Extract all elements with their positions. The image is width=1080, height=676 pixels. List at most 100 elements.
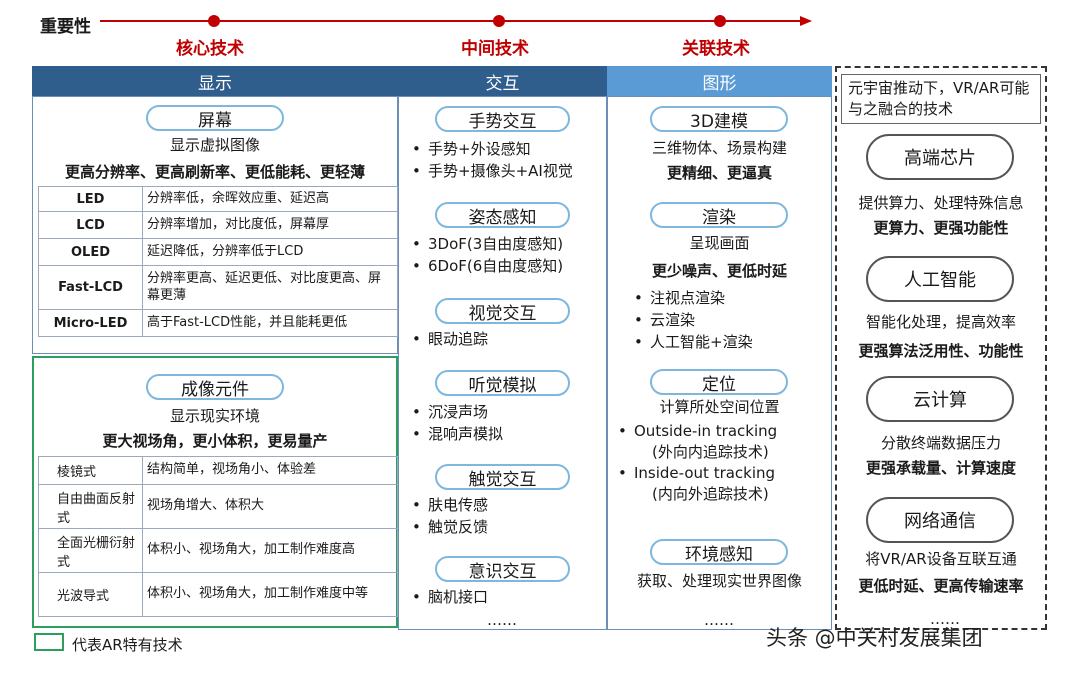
chip-pill: 高端芯片: [866, 134, 1014, 180]
list-item: •云渲染: [634, 311, 696, 329]
consciousness-list: •脑机接口: [412, 586, 488, 608]
tier-related-label: 关联技术: [682, 39, 750, 59]
network-goal: 更低时延、更高传输速率: [858, 577, 1024, 595]
positioning-desc: 计算所处空间位置: [659, 398, 780, 416]
list-item: •3DoF(3自由度感知): [412, 235, 564, 253]
display-column-header: 显示: [32, 66, 398, 96]
chip-desc: 提供算力、处理特殊信息: [858, 194, 1024, 212]
list-item: •6DoF(6自由度感知): [412, 257, 564, 275]
optics-type: 棱镜式: [38, 456, 143, 485]
list-item: •手势+摄像头+AI视觉: [412, 162, 573, 180]
footer-watermark: 头条 @中关村发展集团: [766, 626, 983, 650]
optics-desc: 显示现实环境: [169, 407, 260, 425]
modeling-desc: 三维物体、场景构建: [651, 139, 787, 157]
consciousness-pill: 意识交互: [435, 556, 570, 582]
screen-desc: 显示虚拟图像: [169, 136, 260, 154]
screen-type: LCD: [38, 211, 143, 239]
list-item: •触觉反馈: [412, 518, 489, 536]
ar-legend-swatch: [34, 633, 64, 651]
list-item: •沉浸声场: [412, 403, 489, 421]
network-pill: 网络通信: [866, 497, 1014, 543]
posture-pill: 姿态感知: [435, 202, 570, 228]
graphics-column-header: 图形: [607, 66, 832, 96]
table-row: 自由曲面反射式视场角增大、体积大: [38, 484, 398, 529]
cloud-goal: 更强承载量、计算速度: [865, 459, 1016, 477]
table-row: 光波导式体积小、视场角大，加工制作难度中等: [38, 572, 398, 617]
optics-type: 全面光栅衍射式: [38, 528, 143, 573]
screen-type-desc: 延迟降低，分辨率低于LCD: [142, 238, 398, 266]
ai-desc: 智能化处理，提高效率: [865, 313, 1016, 331]
importance-axis-arrow: [100, 15, 812, 27]
environment-pill: 环境感知: [650, 539, 788, 565]
interaction-column-header: 交互: [398, 66, 607, 96]
gesture-list: •手势+外设感知 •手势+摄像头+AI视觉: [412, 138, 573, 182]
list-item: •手势+外设感知: [412, 140, 531, 158]
optics-type: 自由曲面反射式: [38, 484, 143, 529]
ai-goal: 更强算法泛用性、功能性: [858, 342, 1024, 360]
rendering-list: •注视点渲染 •云渲染 •人工智能+渲染: [634, 287, 753, 353]
screen-type-desc: 分辨率增加，对比度低，屏幕厚: [142, 211, 398, 239]
screen-pill: 屏幕: [146, 105, 284, 131]
cloud-desc: 分散终端数据压力: [880, 434, 1001, 452]
optics-goal: 更大视场角，更小体积，更易量产: [102, 432, 328, 450]
rendering-pill: 渲染: [650, 202, 788, 228]
visual-pill: 视觉交互: [435, 298, 570, 324]
interaction-ellipsis: ……: [487, 611, 517, 629]
posture-list: •3DoF(3自由度感知) •6DoF(6自由度感知): [412, 233, 563, 277]
screen-type: LED: [38, 186, 143, 212]
screen-type-desc: 分辨率低，余晖效应重、延迟高: [142, 186, 398, 212]
graphics-ellipsis: ……: [704, 611, 734, 629]
visual-list: •眼动追踪: [412, 328, 488, 350]
screen-goal: 更高分辨率、更高刷新率、更低能耗、更轻薄: [64, 163, 365, 181]
network-desc: 将VR/AR设备互联互通: [865, 550, 1017, 568]
auditory-list: •沉浸声场 •混响声模拟: [412, 401, 503, 445]
screen-type: OLED: [38, 238, 143, 266]
ai-pill: 人工智能: [866, 256, 1014, 302]
list-item: •混响声模拟: [412, 425, 504, 443]
modeling-goal: 更精细、更逼真: [666, 164, 772, 182]
optics-type-desc: 体积小、视场角大，加工制作难度中等: [142, 572, 398, 617]
list-item: •注视点渲染: [634, 289, 726, 307]
optics-type-desc: 结构简单，视场角小、体验差: [142, 456, 398, 485]
related-tech-panel: [835, 66, 1047, 630]
gesture-pill: 手势交互: [435, 106, 570, 132]
list-item: •人工智能+渲染: [634, 333, 753, 351]
tactile-pill: 触觉交互: [435, 464, 570, 490]
related-note: 元宇宙推动下，VR/AR可能与之融合的技术: [841, 74, 1041, 124]
optics-pill: 成像元件: [146, 374, 284, 400]
screen-type-desc: 高于Fast-LCD性能，并且能耗更低: [142, 309, 398, 337]
rendering-desc: 呈现画面: [689, 234, 750, 252]
tactile-list: •肤电传感 •触觉反馈: [412, 494, 488, 538]
interaction-panel: [398, 96, 607, 630]
screen-type: Micro-LED: [38, 309, 143, 337]
modeling-pill: 3D建模: [650, 106, 788, 132]
ar-legend-label: 代表AR特有技术: [72, 636, 183, 654]
environment-desc: 获取、处理现实世界图像: [636, 572, 802, 590]
importance-axis-label: 重要性: [40, 17, 91, 37]
tier-middle-label: 中间技术: [461, 39, 529, 59]
list-item: (内向外追踪技术): [652, 485, 769, 503]
chip-goal: 更算力、更强功能性: [873, 219, 1009, 237]
optics-spec-table: 棱镜式结构简单，视场角小、体验差 自由曲面反射式视场角增大、体积大 全面光栅衍射…: [38, 456, 398, 617]
list-item: •Outside-in tracking: [618, 422, 778, 440]
auditory-pill: 听觉模拟: [435, 370, 570, 396]
display-screen-panel: [32, 96, 398, 354]
table-row: 全面光栅衍射式体积小、视场角大，加工制作难度高: [38, 528, 398, 573]
graphics-panel: [607, 96, 832, 630]
rendering-goal: 更少噪声、更低时延: [651, 262, 787, 280]
related-ellipsis: ……: [930, 610, 960, 628]
list-item: •Inside-out tracking: [618, 464, 776, 482]
table-row: 棱镜式结构简单，视场角小、体验差: [38, 456, 398, 485]
positioning-list: •Outside-in tracking (外向内追踪技术) •Inside-o…: [618, 421, 777, 505]
tier-core-label: 核心技术: [176, 39, 244, 59]
screen-type-desc: 分辨率更高、延迟更低、对比度更高、屏幕更薄: [142, 265, 398, 310]
list-item: (外向内追踪技术): [652, 443, 769, 461]
list-item: •眼动追踪: [412, 330, 489, 348]
list-item: •脑机接口: [412, 588, 489, 606]
